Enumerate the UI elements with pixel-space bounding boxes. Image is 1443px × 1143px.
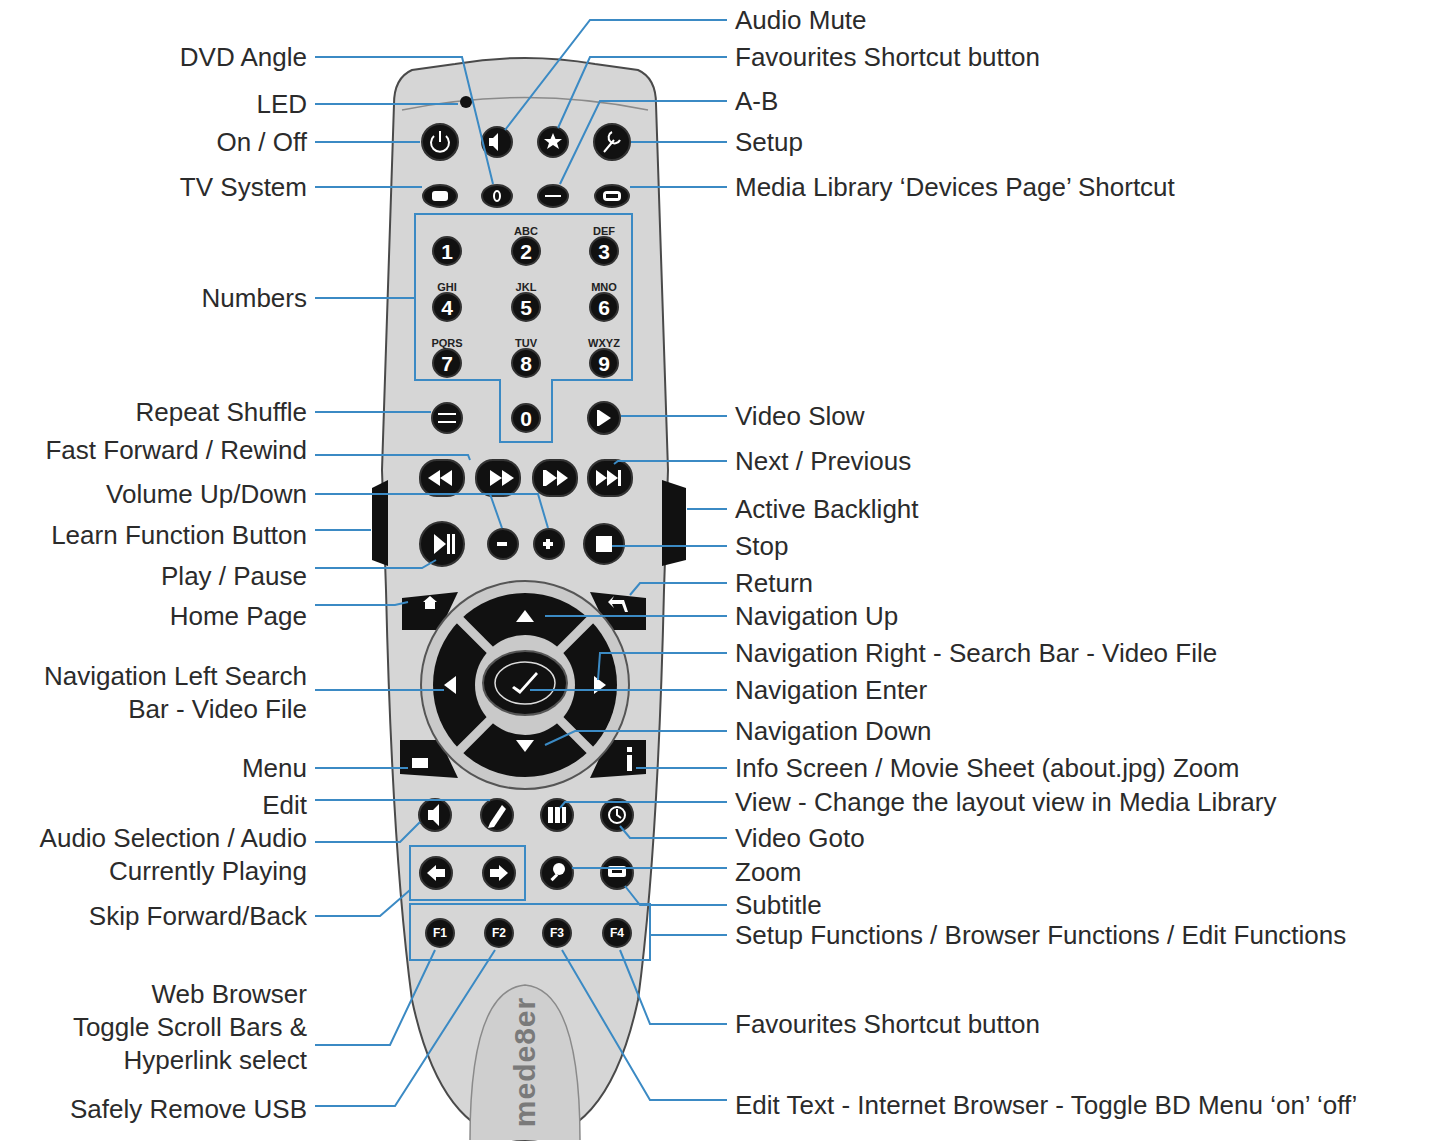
button-icons <box>412 133 632 881</box>
number-button: DEF3 <box>589 236 619 266</box>
callout-label: Subtitle <box>735 889 1439 922</box>
letter-label: PQRS <box>431 337 462 349</box>
led <box>460 96 472 108</box>
number-button: F4 <box>602 918 632 948</box>
button-label: F1 <box>433 927 447 939</box>
button-label: 9 <box>598 353 610 374</box>
enter-ring <box>495 662 555 704</box>
icon-strokes <box>431 131 625 823</box>
letter-label: DEF <box>593 225 615 237</box>
callout-label: Navigation Up <box>735 600 1439 633</box>
button-label: 7 <box>441 353 453 374</box>
callout-label: Fast Forward / Rewind <box>7 434 307 467</box>
button-label: 8 <box>520 353 532 374</box>
callout-label: Audio Mute <box>735 4 1439 37</box>
callout-label: View - Change the layout view in Media L… <box>735 786 1439 819</box>
callout-label: Stop <box>735 530 1439 563</box>
letter-label: MNO <box>591 281 617 293</box>
callout-label: Favourites Shortcut button <box>735 1008 1439 1041</box>
number-button: TUV8 <box>511 348 541 378</box>
enter-button <box>483 651 567 715</box>
letter-label: GHI <box>437 281 457 293</box>
button-label: 0 <box>520 408 532 429</box>
callout-label: Video Goto <box>735 822 1439 855</box>
button-label: F2 <box>492 927 506 939</box>
number-button: F2 <box>484 918 514 948</box>
callout-label: Numbers <box>7 282 307 315</box>
corner-buttons <box>400 592 646 778</box>
callout-label: Return <box>735 567 1439 600</box>
callout-label: Setup Functions / Browser Functions / Ed… <box>735 919 1439 952</box>
button-label: F3 <box>550 927 564 939</box>
callout-label: On / Off <box>7 126 307 159</box>
callout-label: Navigation Right - Search Bar - Video Fi… <box>735 637 1439 670</box>
letter-label: TUV <box>515 337 537 349</box>
callout-label: Media Library ‘Devices Page’ Shortcut <box>735 171 1439 204</box>
callout-label: Navigation Down <box>735 715 1439 748</box>
nav-ring <box>421 581 629 789</box>
button-label: 4 <box>441 297 453 318</box>
callout-label: A-B <box>735 85 1439 118</box>
callout-label: Edit Text - Internet Browser - Toggle BD… <box>735 1089 1439 1122</box>
callout-label: Next / Previous <box>735 445 1439 478</box>
number-button: MNO6 <box>589 292 619 322</box>
backlight-tab <box>662 480 686 566</box>
brand-logo: mede8er <box>508 997 542 1127</box>
remote-body <box>382 58 668 1140</box>
callout-label: Active Backlight <box>735 493 1439 526</box>
callout-label: Skip Forward/Back <box>7 900 307 933</box>
nav-inner <box>475 635 575 735</box>
callout-label: LED <box>7 88 307 121</box>
callout-label: Menu <box>7 752 307 785</box>
nav-pad <box>433 593 617 777</box>
button-label: 3 <box>598 241 610 262</box>
number-button: GHI4 <box>432 292 462 322</box>
letter-label: ABC <box>514 225 538 237</box>
callout-label: Audio Selection / Audio Currently Playin… <box>7 822 307 888</box>
number-button: JKL5 <box>511 292 541 322</box>
callout-label: Favourites Shortcut button <box>735 41 1439 74</box>
callout-label: Info Screen / Movie Sheet (about.jpg) Zo… <box>735 752 1439 785</box>
leader-lines <box>315 20 727 1106</box>
logo-panel <box>470 985 580 1140</box>
number-button: 1 <box>432 236 462 266</box>
callout-label: Play / Pause <box>7 560 307 593</box>
callout-label: Safely Remove USB <box>7 1093 307 1126</box>
letter-label: WXYZ <box>588 337 620 349</box>
button-label: 2 <box>520 241 532 262</box>
number-button: PQRS7 <box>432 348 462 378</box>
callout-label: Repeat Shuffle <box>7 396 307 429</box>
number-button: 0 <box>511 403 541 433</box>
callout-label: Edit <box>7 789 307 822</box>
button-label: 5 <box>520 297 532 318</box>
group-boxes <box>410 214 650 960</box>
number-button: F3 <box>542 918 572 948</box>
callout-label: Web Browser Toggle Scroll Bars & Hyperli… <box>72 978 307 1077</box>
learn-tab <box>372 480 388 566</box>
button-label: F4 <box>610 927 624 939</box>
callout-label: DVD Angle <box>7 41 307 74</box>
callout-label: Navigation Enter <box>735 674 1439 707</box>
number-button: F1 <box>425 918 455 948</box>
callout-label: Volume Up/Down <box>7 478 307 511</box>
callout-label: TV System <box>7 171 307 204</box>
letter-label: JKL <box>516 281 537 293</box>
button-label: 1 <box>441 241 453 262</box>
callout-label: Navigation Left Search Bar - Video File <box>7 660 307 726</box>
number-button: WXYZ9 <box>589 348 619 378</box>
callout-label: Home Page <box>7 600 307 633</box>
callout-label: Setup <box>735 126 1439 159</box>
callout-label: Zoom <box>735 856 1439 889</box>
button-label: 6 <box>598 297 610 318</box>
number-button: ABC2 <box>511 236 541 266</box>
callout-label: Video Slow <box>735 400 1439 433</box>
callout-label: Learn Function Button <box>7 519 307 552</box>
